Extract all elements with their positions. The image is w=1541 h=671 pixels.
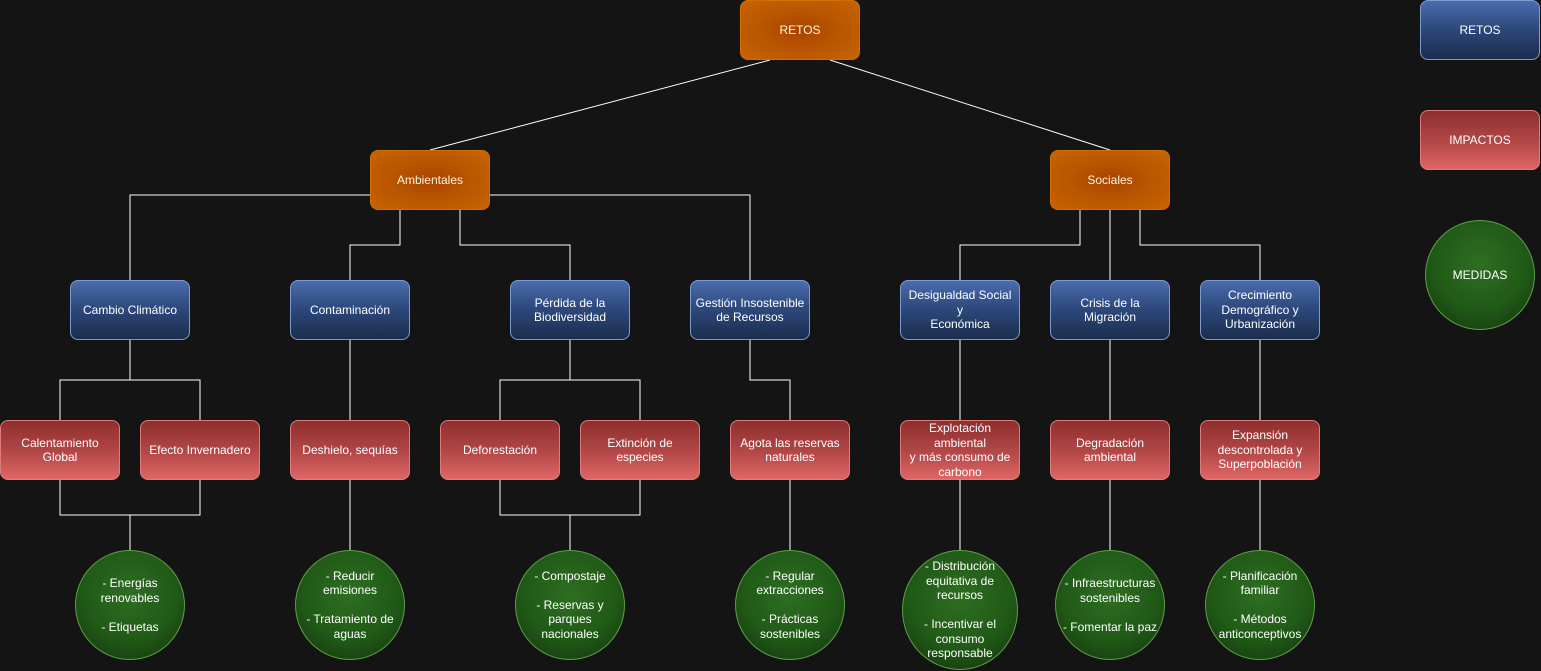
- medida-emisiones-node: - Reducir emisiones - Tratamiento de agu…: [295, 550, 405, 660]
- connector-sociales-crecimiento: [1139, 210, 1261, 280]
- reto-contaminacion-node: Contaminación: [290, 280, 410, 340]
- connector-root-ambientales: [429, 59, 771, 151]
- impacto-extincion-node: Extinción de especies: [580, 420, 700, 480]
- reto-migracion-label: Crisis de la Migración: [1080, 295, 1140, 325]
- medida-extracciones-node: - Regular extracciones - Prácticas soste…: [735, 550, 845, 660]
- connector-biodiversidad-extincion: [570, 379, 641, 420]
- connector-ambientales-contaminacion: [349, 210, 401, 280]
- reto-cambio-climatico-label: Cambio Climático: [82, 302, 178, 317]
- impacto-extincion-label: Extinción de especies: [607, 435, 673, 465]
- reto-crecimiento-node: Crecimiento Demográfico y Urbanización: [1200, 280, 1320, 340]
- connector-calentamiento-energias: [59, 480, 201, 516]
- connector-gestion-agota: [749, 340, 791, 420]
- group-ambientales-label: Ambientales: [396, 172, 464, 187]
- group-sociales-node: Sociales: [1050, 150, 1170, 210]
- impacto-expansion-label: Expansión descontrolada y Superpoblación: [1217, 428, 1303, 472]
- medida-planificacion-label: - Planificación familiar - Métodos antic…: [1218, 568, 1302, 641]
- impacto-deforestacion-node: Deforestación: [440, 420, 560, 480]
- reto-contaminacion-label: Contaminación: [309, 302, 391, 317]
- legend-medidas-node: MEDIDAS: [1425, 220, 1535, 330]
- impacto-explotacion-label: Explotación ambiental y más consumo de c…: [909, 421, 1011, 479]
- connector-root-sociales: [829, 59, 1111, 151]
- medida-distribucion-node: - Distribución equitativa de recursos - …: [902, 550, 1018, 670]
- impacto-invernadero-node: Efecto Invernadero: [140, 420, 260, 480]
- medida-compostaje-label: - Compostaje - Reservas y parques nacion…: [534, 568, 606, 641]
- legend-medidas-label: MEDIDAS: [1452, 267, 1508, 282]
- impacto-agota-label: Agota las reservas naturales: [740, 435, 840, 465]
- impacto-calentamiento-label: Calentamiento Global: [21, 435, 99, 465]
- reto-migracion-node: Crisis de la Migración: [1050, 280, 1170, 340]
- reto-biodiversidad-label: Pérdida de la Biodiversidad: [533, 295, 607, 325]
- root-retos-label: RETOS: [779, 22, 821, 37]
- reto-gestion-recursos-node: Gestión Insostenible de Recursos: [690, 280, 810, 340]
- legend-retos-label: RETOS: [1459, 22, 1501, 37]
- root-retos-node: RETOS: [740, 0, 860, 60]
- reto-desigualdad-node: Desigualdad Social y Económica: [900, 280, 1020, 340]
- impacto-expansion-node: Expansión descontrolada y Superpoblación: [1200, 420, 1320, 480]
- connector-deforestacion-compostaje: [499, 480, 641, 516]
- medida-infraestructuras-label: - Infraestructuras sostenibles - Fomenta…: [1062, 576, 1158, 634]
- reto-biodiversidad-node: Pérdida de la Biodiversidad: [510, 280, 630, 340]
- impacto-degradacion-label: Degradación ambiental: [1075, 435, 1145, 465]
- medida-energias-node: - Energías renovables - Etiquetas: [75, 550, 185, 660]
- connector-ambientales-gestion: [490, 194, 751, 280]
- impacto-invernadero-label: Efecto Invernadero: [149, 442, 251, 457]
- medida-energias-label: - Energías renovables - Etiquetas: [100, 576, 160, 634]
- medida-compostaje-node: - Compostaje - Reservas y parques nacion…: [515, 550, 625, 660]
- impacto-explotacion-node: Explotación ambiental y más consumo de c…: [900, 420, 1020, 480]
- reto-cambio-climatico-node: Cambio Climático: [70, 280, 190, 340]
- legend-impactos-node: IMPACTOS: [1420, 110, 1540, 170]
- medida-distribucion-label: - Distribución equitativa de recursos - …: [923, 559, 997, 661]
- connector-biodiversidad-deforestacion: [499, 340, 571, 420]
- medida-extracciones-label: - Regular extracciones - Prácticas soste…: [756, 568, 824, 641]
- medida-infraestructuras-node: - Infraestructuras sostenibles - Fomenta…: [1055, 550, 1165, 660]
- reto-desigualdad-label: Desigualdad Social y Económica: [908, 288, 1012, 332]
- connector-ambientales-cambio: [129, 194, 370, 280]
- reto-crecimiento-label: Crecimiento Demográfico y Urbanización: [1221, 288, 1299, 332]
- group-sociales-label: Sociales: [1087, 172, 1133, 187]
- legend-impactos-label: IMPACTOS: [1449, 132, 1511, 147]
- legend-retos-node: RETOS: [1420, 0, 1540, 60]
- impacto-agota-node: Agota las reservas naturales: [730, 420, 850, 480]
- connector-ambientales-biodiversidad: [459, 210, 571, 280]
- reto-gestion-recursos-label: Gestión Insostenible de Recursos: [695, 295, 805, 325]
- connector-cambio-invernadero: [130, 379, 201, 420]
- medida-planificacion-node: - Planificación familiar - Métodos antic…: [1205, 550, 1315, 660]
- medida-emisiones-label: - Reducir emisiones - Tratamiento de agu…: [306, 568, 394, 641]
- impacto-deshielo-node: Deshielo, sequías: [290, 420, 410, 480]
- impacto-deshielo-label: Deshielo, sequías: [302, 442, 398, 457]
- connector-cambio-impactos: [59, 340, 131, 420]
- impacto-calentamiento-node: Calentamiento Global: [0, 420, 120, 480]
- impacto-deforestacion-label: Deforestación: [462, 442, 538, 457]
- impacto-degradacion-node: Degradación ambiental: [1050, 420, 1170, 480]
- connector-sociales-desigualdad: [959, 210, 1081, 280]
- group-ambientales-node: Ambientales: [370, 150, 490, 210]
